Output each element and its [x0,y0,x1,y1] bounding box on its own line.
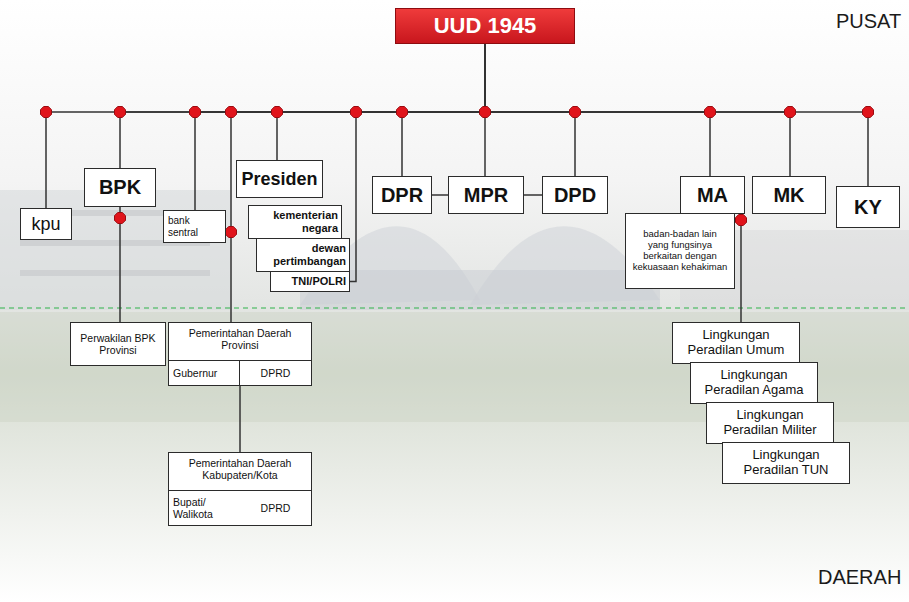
table-cell: Gubernur [169,360,240,385]
box-label: dewan pertimbangan [260,242,346,267]
junction-dot [397,107,408,118]
box-label: kementerian negara [252,209,338,234]
regional-government-box: Pemerintahan Daerah ProvinsiGubernur DPRD [168,322,312,386]
box-label: badan-badan lain yang fungsinya berkaita… [632,229,728,273]
connector-line [195,44,485,210]
box-label: UUD 1945 [434,13,537,38]
institution-box: DPR [372,176,432,214]
institution-box: MK [752,176,826,214]
junction-dot [226,227,237,238]
box-label: Lingkungan Peradilan Agama [699,368,809,398]
box-label: kpu [31,214,60,235]
institution-box: bank sentral [163,210,226,243]
court-box: Lingkungan Peradilan Militer [706,402,834,444]
junction-dot [115,213,126,224]
institution-box: BPK [84,168,156,207]
junction-dot [480,107,491,118]
note-box: badan-badan lain yang fungsinya berkaita… [625,213,735,289]
box-label: Lingkungan Peradilan Militer [715,408,825,438]
institution-box: Presiden [236,160,323,198]
institution-box: MPR [448,176,524,214]
junction-dot [785,107,796,118]
junction-dot [226,107,237,118]
box-label: Gubernur [173,367,217,379]
box-label: BPK [99,176,141,199]
divider-dashed-line [0,308,909,309]
box-label: MA [697,184,728,207]
court-box: Lingkungan Peradilan Agama [690,362,818,404]
building-window-row [20,270,210,276]
table-cell: DPRD [240,360,311,385]
junction-dot [863,107,874,118]
regional-government-box: Pemerintahan Daerah Kabupaten/KotaBupati… [168,452,312,526]
regional-box: Perwakilan BPK Provinsi [70,322,166,366]
constitution-box: UUD 1945 [395,8,575,44]
box-label: KY [854,196,882,219]
connector-line [402,44,485,176]
sub-institution-box: TNI/POLRI [270,271,350,292]
junction-dot [115,107,126,118]
junction-dot [190,107,201,118]
junction-dot [272,107,283,118]
connector-line [485,44,868,186]
box-label: Lingkungan Peradilan TUN [731,448,841,478]
institution-box: MA [680,176,745,214]
connector-line [524,194,542,196]
box-label: bank sentral [168,215,221,238]
connector-line [231,44,485,322]
junction-dot [705,107,716,118]
connector-line [119,207,121,322]
junction-dot [736,215,747,226]
connector-line [350,44,485,282]
box-label: Lingkungan Peradilan Umum [681,328,791,358]
box-label: MPR [464,184,508,207]
connector-line [740,214,742,322]
building-base [300,270,660,310]
court-box: Lingkungan Peradilan Umum [672,322,800,364]
box-label: DPRD [261,502,291,514]
box-label: MK [773,184,804,207]
sub-institution-box: kementerian negara [248,205,342,239]
institution-box: DPD [542,176,608,214]
box-heading: Pemerintahan Daerah Kabupaten/Kota [173,457,307,481]
junction-dot [351,107,362,118]
junction-dot [41,107,52,118]
box-label: DPR [381,184,423,207]
region-label: DAERAH [818,566,901,589]
table-cell: DPRD [240,490,311,525]
table-cell: Bupati/ Walikota [169,490,241,525]
connector-line [485,44,710,176]
institution-box: kpu [20,208,72,240]
box-label: Perwakilan BPK Provinsi [75,332,161,356]
box-label: TNI/POLRI [292,275,346,288]
connector-line [485,44,790,176]
connector-line [120,44,485,168]
connector-line [239,386,241,452]
court-box: Lingkungan Peradilan TUN [722,442,850,484]
box-heading: Pemerintahan Daerah Provinsi [173,327,307,351]
box-label: Presiden [241,169,317,190]
junction-dot [570,107,581,118]
connector-line [485,44,575,176]
box-label: Bupati/ Walikota [173,496,236,520]
box-label: DPD [554,184,596,207]
sub-institution-box: dewan pertimbangan [256,238,350,272]
box-label: DPRD [261,367,291,379]
connector-line [432,194,448,196]
connector-line [277,44,485,160]
region-label: PUSAT [836,10,901,33]
institution-box: KY [836,186,900,228]
